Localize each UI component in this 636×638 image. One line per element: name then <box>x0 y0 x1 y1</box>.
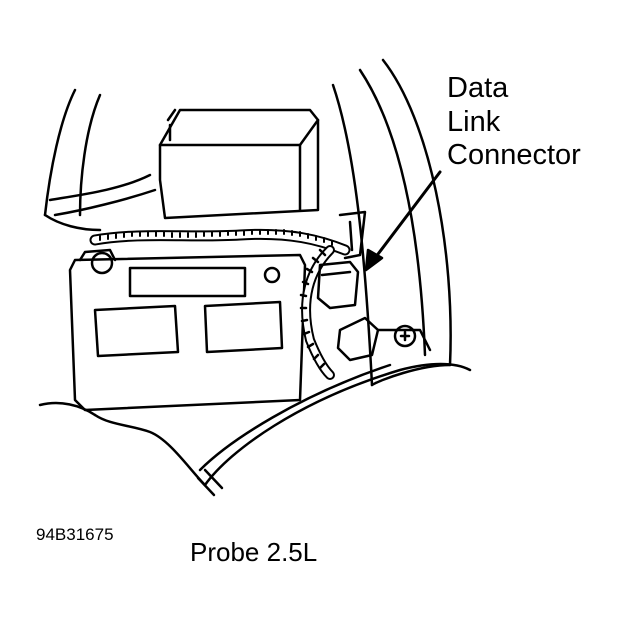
battery <box>68 248 307 412</box>
callout-arrow <box>364 170 442 272</box>
harness-right <box>299 245 335 380</box>
bracket <box>336 316 432 362</box>
data-link-connector <box>316 210 367 310</box>
negative-terminal <box>90 251 114 275</box>
figure-id: 94B31675 <box>36 525 114 544</box>
positive-terminal <box>263 266 281 284</box>
callout-label-line-2: Link <box>447 106 501 138</box>
battery-label-area <box>128 266 247 298</box>
wire-harness <box>89 228 351 256</box>
figure-caption: Probe 2.5L <box>190 537 318 567</box>
callout-label-line-1: Data <box>447 72 509 104</box>
fender-outline <box>331 58 452 387</box>
callout-label-line-3: Connector <box>447 139 581 171</box>
hose-bundle <box>43 88 157 232</box>
relay-box <box>158 108 320 220</box>
lower-engine <box>38 362 472 497</box>
